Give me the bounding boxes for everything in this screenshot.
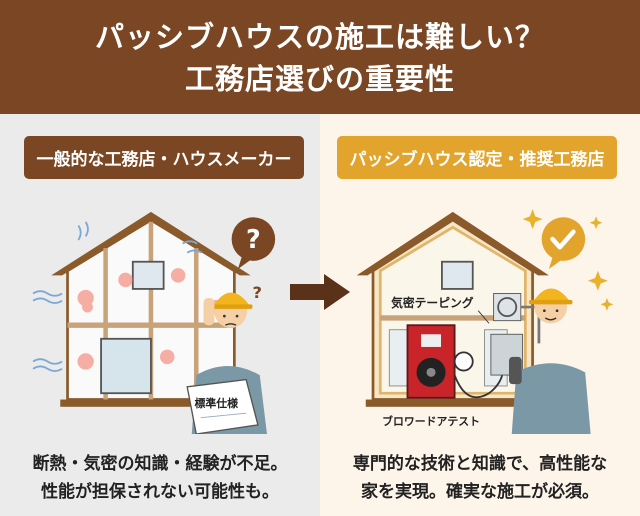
caption-line1: 断熱・気密の知識・経験が不足。: [32, 454, 288, 474]
leaky-house-illustration: ? ? 標準仕様: [32, 211, 276, 434]
blower-door-test-equipment: [406, 324, 505, 399]
caption-line2: 性能が担保されない可能性も。: [41, 482, 279, 502]
certified-builder-caption: 専門的な技術と知識で、高性能な 家を実現。確実な施工が必須。: [320, 450, 640, 506]
air-leak-waves: [32, 221, 203, 372]
right-panel-certified-builder: パッシブハウス認定・推奨工務店 気密テーピング ブロワー: [320, 114, 640, 516]
blower-door-test-label: ブロワードアテスト: [382, 414, 480, 428]
svg-text:?: ?: [252, 283, 261, 302]
document-label: 標準仕様: [194, 396, 238, 410]
airtight-taping-label: 気密テーピング: [391, 296, 474, 310]
header-banner: パッシブハウスの施工は難しい？ 工務店選びの重要性: [0, 0, 640, 114]
house-frame: [51, 211, 251, 407]
check-bubble-icon: [541, 217, 586, 269]
svg-text:?: ?: [246, 224, 261, 254]
left-panel-general-builder: 一般的な工務店・ハウスメーカー ? ?: [0, 114, 320, 516]
title-line1: パッシブハウスの施工は難しい？: [94, 20, 545, 54]
general-builder-label: 一般的な工務店・ハウスメーカー: [24, 136, 304, 179]
caption-line2: 家を実現。確実な施工が必須。: [361, 482, 599, 502]
question-bubble-icon: ? ?: [231, 217, 276, 302]
certified-builder-label: パッシブハウス認定・推奨工務店: [337, 136, 617, 179]
general-builder-caption: 断熱・気密の知識・経験が不足。 性能が担保されない可能性も。: [0, 450, 320, 506]
arrow-right-icon: [290, 274, 350, 310]
sparkle-icons: [522, 209, 614, 311]
standard-spec-document: 標準仕様: [186, 378, 259, 434]
passive-house-illustration: 気密テーピング ブロワードアテスト: [356, 209, 614, 434]
confident-worker: [509, 288, 591, 434]
caption-line1: 専門的な技術と知識で、高性能な: [352, 454, 608, 474]
title-line2: 工務店選びの重要性: [184, 62, 455, 96]
